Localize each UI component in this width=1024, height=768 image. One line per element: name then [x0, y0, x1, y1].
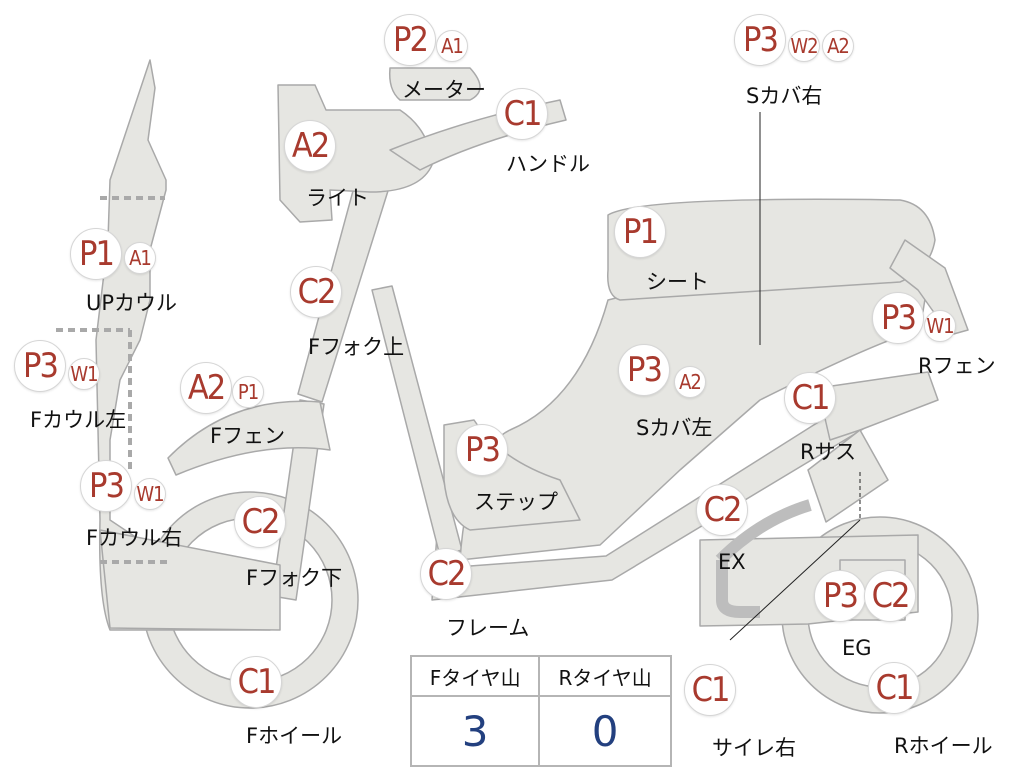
badge-code: A2: [284, 120, 336, 172]
badge-code: C2: [290, 266, 342, 318]
leader-line-muffler-right: [729, 519, 861, 641]
front-tire-tread-value: 3: [409, 695, 541, 767]
badge-code: C2: [420, 548, 472, 600]
meter-shape: [388, 67, 481, 101]
badge-code: W1: [134, 478, 166, 510]
badge-code: C2: [234, 496, 286, 548]
badge-code: W2: [788, 30, 820, 62]
badge-code: C2: [696, 484, 748, 536]
front-fender-shape: [167, 400, 331, 476]
badge-code: P1: [70, 228, 122, 280]
part-label-light: ライト: [306, 186, 369, 210]
badge-code: A2: [180, 362, 232, 414]
part-label-rear-fender: Rフェン: [918, 354, 996, 378]
badge-code: P3: [80, 460, 132, 512]
rear-tire-tread-value: 0: [538, 695, 672, 767]
rear-shock-shape: [807, 429, 889, 523]
part-label-rear-suspension: Rサス: [800, 440, 857, 464]
badge-code: P1: [614, 206, 666, 258]
part-label-exhaust: EX: [718, 550, 746, 574]
part-label-side-cover-left: Sカバ左: [636, 416, 713, 440]
part-label-step: ステップ: [474, 490, 558, 514]
part-label-upper-cowl: UPカウル: [86, 291, 178, 315]
badge-code: P3: [456, 424, 508, 476]
badge-code: C2: [864, 570, 916, 622]
badge-code: C1: [868, 662, 920, 714]
seat-shape: [607, 198, 936, 301]
badge-code: A1: [436, 30, 468, 62]
part-label-front-fork-lower: Fフォク下: [246, 566, 343, 590]
part-label-engine: EG: [842, 636, 872, 660]
badge-code: C1: [784, 372, 836, 424]
rear-suspension-shape: [817, 371, 939, 441]
part-label-muffler-right: サイレ右: [712, 736, 796, 760]
badge-code: P3: [872, 292, 924, 344]
part-label-seat: シート: [646, 270, 709, 294]
exhaust-pipe-shape: [716, 560, 760, 618]
badge-code: P3: [618, 344, 670, 396]
table-header-front-tire: Fタイヤ山: [409, 655, 541, 697]
badge-code: P2: [384, 14, 436, 66]
part-label-front-fork-upper: Fフォク上: [308, 335, 405, 359]
part-label-front-cowl-left: Fカウル左: [30, 408, 127, 432]
badge-code: A2: [822, 30, 854, 62]
cowl-lower-shape: [99, 529, 281, 631]
badge-code: P3: [734, 14, 786, 66]
part-label-frame: フレーム: [446, 616, 530, 640]
badge-code: A2: [674, 366, 706, 398]
part-label-front-fender: Fフェン: [210, 424, 286, 448]
part-label-rear-wheel: Rホイール: [894, 734, 993, 758]
part-label-front-cowl-right: Fカウル右: [86, 526, 183, 550]
badge-code: C1: [496, 88, 548, 140]
tire-tread-table: Fタイヤ山 Rタイヤ山 3 0: [409, 655, 672, 767]
badge-code: P3: [14, 340, 66, 392]
badge-code: C1: [230, 656, 282, 708]
underbone-shape: [371, 285, 463, 557]
badge-code: W1: [924, 310, 956, 342]
part-label-meter: メーター: [402, 78, 486, 102]
badge-code: P1: [232, 376, 264, 408]
part-label-front-wheel: Fホイール: [246, 724, 343, 748]
badge-code: C1: [684, 664, 736, 716]
badge-code: A1: [124, 242, 156, 274]
part-label-side-cover-right: Sカバ右: [746, 84, 823, 108]
badge-code: W1: [68, 358, 100, 390]
badge-code: P3: [814, 570, 866, 622]
table-header-rear-tire: Rタイヤ山: [538, 655, 672, 697]
part-label-handle: ハンドル: [506, 152, 590, 176]
